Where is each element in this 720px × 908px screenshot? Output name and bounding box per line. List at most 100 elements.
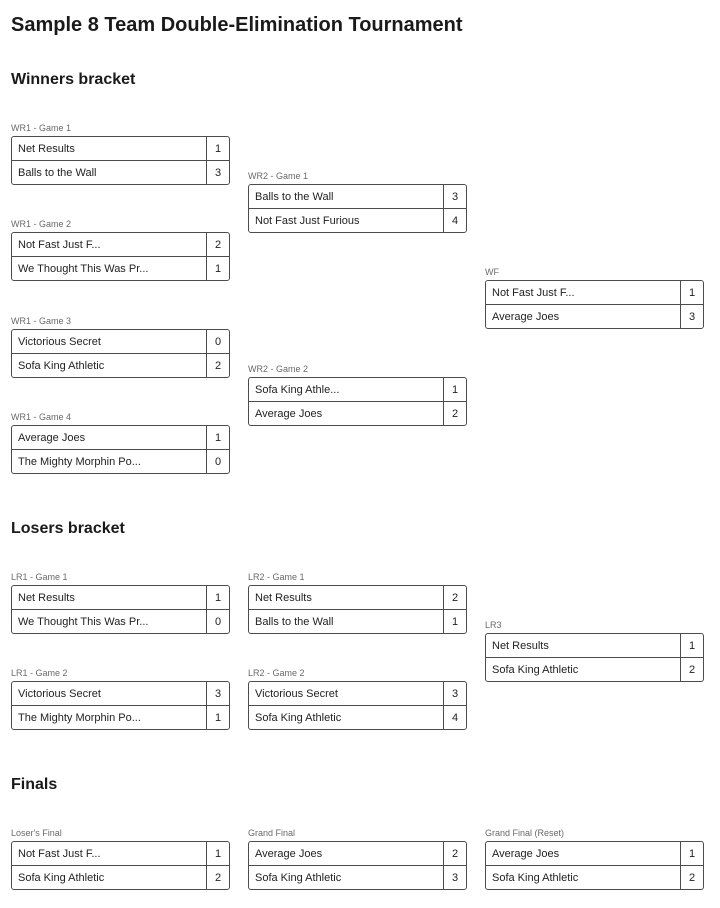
team-score: 4: [443, 706, 466, 729]
team-name: Net Results: [255, 591, 312, 604]
team-row[interactable]: Net Results 1: [12, 137, 229, 160]
match-lr1-game2: LR1 - Game 2 Victorious Secret 3 The Migh…: [11, 668, 230, 730]
team-score: 2: [206, 233, 229, 256]
team-row[interactable]: Net Results 2: [249, 586, 466, 609]
team-name: We Thought This Was Pr...: [18, 615, 149, 628]
team-row[interactable]: Balls to the Wall 1: [249, 609, 466, 633]
match-box: Average Joes 1 The Mighty Morphin Po...0: [11, 425, 230, 474]
match-wr2-game2: WR2 - Game 2 Sofa King Athle... 1 Average…: [248, 364, 467, 426]
team-name: Sofa King Athle...: [255, 383, 340, 396]
team-row[interactable]: Not Fast Just F...1: [486, 281, 703, 304]
team-name: We Thought This Was Pr...: [18, 262, 149, 275]
team-row[interactable]: The Mighty Morphin Po...1: [12, 705, 229, 729]
team-row[interactable]: Sofa King Athle... 1: [249, 378, 466, 401]
team-score: 3: [206, 682, 229, 705]
team-name: Sofa King Athletic: [255, 711, 342, 724]
team-name: Not Fast Just F...: [18, 847, 101, 860]
team-name: Net Results: [18, 591, 75, 604]
team-name: Not Fast Just F...: [18, 238, 101, 251]
page-title: Sample 8 Team Double-Elimination Tournam…: [11, 14, 463, 36]
team-score: 1: [680, 842, 703, 865]
match-label: WR1 - Game 4: [11, 412, 72, 422]
team-name: Average Joes: [18, 431, 86, 444]
team-name: Victorious Secret: [255, 687, 338, 700]
team-score: 1: [443, 378, 466, 401]
team-score: 2: [206, 866, 229, 889]
team-name: Sofa King Athletic: [255, 871, 342, 884]
team-score: 2: [443, 402, 466, 425]
team-score: 1: [680, 281, 703, 304]
team-score: 2: [443, 586, 466, 609]
match-label: Loser's Final: [11, 828, 62, 838]
team-row[interactable]: Average Joes 1: [12, 426, 229, 449]
match-label: WF: [485, 267, 499, 277]
match-label: LR3: [485, 620, 502, 630]
team-score: 1: [206, 706, 229, 729]
match-box: Net Results 2 Balls to the Wall 1: [248, 585, 467, 634]
team-name: Balls to the Wall: [255, 615, 334, 628]
team-score: 4: [443, 209, 466, 232]
team-score: 0: [206, 610, 229, 633]
team-row[interactable]: Victorious Secret 3: [12, 682, 229, 705]
winners-bracket-heading: Winners bracket: [11, 71, 136, 88]
team-row[interactable]: Not Fast Just F...1: [12, 842, 229, 865]
team-name: Balls to the Wall: [18, 166, 97, 179]
team-row[interactable]: We Thought This Was Pr...1: [12, 256, 229, 280]
match-label: LR1 - Game 2: [11, 668, 68, 678]
team-row[interactable]: Balls to the Wall 3: [12, 160, 229, 184]
team-row[interactable]: Sofa King Athletic 4: [249, 705, 466, 729]
team-row[interactable]: We Thought This Was Pr... 0: [12, 609, 229, 633]
team-name: Victorious Secret: [18, 687, 101, 700]
match-label: Grand Final: [248, 828, 296, 838]
match-wr1-game2: WR1 - Game 2 Not Fast Just F...2 We Thou…: [11, 219, 230, 281]
match-box: Not Fast Just F... 2 We Thought This Was …: [11, 232, 230, 281]
team-row[interactable]: Sofa King Athletic 3: [249, 865, 466, 889]
team-row[interactable]: Not Fast Just F... 2: [12, 233, 229, 256]
team-name: Net Results: [492, 639, 549, 652]
match-label: WR2 - Game 2: [248, 364, 309, 374]
team-score: 1: [206, 426, 229, 449]
match-label: LR1 - Game 1: [11, 572, 68, 582]
team-score: 0: [206, 330, 229, 353]
team-score: 2: [680, 658, 703, 681]
team-score: 2: [680, 866, 703, 889]
match-label: LR2 - Game 1: [248, 572, 305, 582]
team-score: 3: [680, 305, 703, 328]
team-score: 2: [443, 842, 466, 865]
team-score: 3: [443, 866, 466, 889]
match-label: WR2 - Game 1: [248, 171, 309, 181]
match-losers-final: Loser's Final Not Fast Just F...1 Sofa K…: [11, 828, 230, 890]
team-row[interactable]: The Mighty Morphin Po...0: [12, 449, 229, 473]
team-score: 3: [206, 161, 229, 184]
team-name: Net Results: [18, 142, 75, 155]
team-score: 1: [206, 137, 229, 160]
team-score: 1: [443, 610, 466, 633]
